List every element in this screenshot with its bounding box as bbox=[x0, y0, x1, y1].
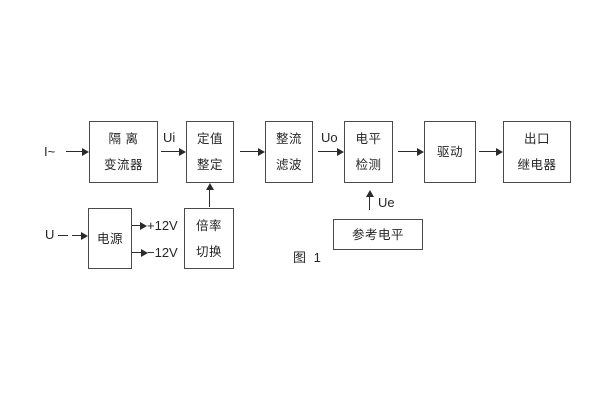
line-input-voltage-dash bbox=[58, 235, 68, 236]
block-isolation-transformer: 隔 离 变流器 bbox=[89, 121, 158, 183]
figure-caption: 图 1 bbox=[293, 250, 323, 265]
block-label-line1: 出口 bbox=[523, 132, 550, 146]
block-label-line1: 整流 bbox=[275, 132, 302, 146]
signal-ue-label: Ue bbox=[378, 195, 395, 210]
block-reference-level: 参考电平 bbox=[333, 219, 423, 250]
arrow-plus-12v bbox=[132, 221, 147, 230]
block-label-line1: 定值 bbox=[196, 132, 223, 146]
arrow-input-voltage bbox=[72, 231, 88, 240]
block-label-line2: 检测 bbox=[355, 158, 382, 172]
input-current-label: I~ bbox=[44, 144, 56, 159]
arrow-ui bbox=[161, 147, 186, 156]
block-label-line2: 继电器 bbox=[517, 158, 557, 172]
block-label-line2: 变流器 bbox=[103, 158, 143, 172]
block-label-line1: 驱动 bbox=[436, 145, 463, 159]
arrow-detection-to-driver bbox=[398, 147, 424, 156]
block-rectifier-filter: 整流 滤波 bbox=[265, 121, 313, 183]
signal-uo-label: Uo bbox=[321, 130, 338, 145]
block-output-relay: 出口 继电器 bbox=[503, 121, 571, 183]
arrow-driver-to-relay bbox=[479, 147, 503, 156]
arrow-ue-reference bbox=[365, 190, 374, 210]
block-level-detection: 电平 检测 bbox=[344, 121, 393, 183]
arrow-ratio-to-setting bbox=[205, 183, 214, 207]
block-label-line1: 参考电平 bbox=[351, 227, 404, 242]
block-label-line1: 倍率 bbox=[195, 218, 222, 233]
block-label-line2: 切换 bbox=[195, 244, 222, 259]
signal-ui-label: Ui bbox=[163, 130, 176, 145]
arrow-input-current bbox=[66, 147, 89, 156]
block-label-line2: 滤波 bbox=[275, 158, 302, 172]
arrow-setting-to-rectifier bbox=[240, 147, 265, 156]
block-driver: 驱动 bbox=[424, 121, 476, 183]
arrow-minus-12v bbox=[132, 248, 148, 257]
block-label-line1: 隔 离 bbox=[108, 132, 139, 146]
arrow-uo bbox=[318, 147, 344, 156]
block-label-line1: 电源 bbox=[96, 231, 123, 246]
plus-12v-label: +12V bbox=[147, 218, 178, 233]
block-label-line2: 整定 bbox=[196, 158, 223, 172]
block-label-line1: 电平 bbox=[355, 132, 382, 146]
input-voltage-label: U bbox=[45, 227, 55, 242]
minus-12v-label: −12V bbox=[147, 245, 178, 260]
block-setting-adjustment: 定值 整定 bbox=[186, 121, 234, 183]
block-ratio-switch: 倍率 切换 bbox=[184, 208, 234, 269]
block-power-supply: 电源 bbox=[88, 208, 132, 269]
